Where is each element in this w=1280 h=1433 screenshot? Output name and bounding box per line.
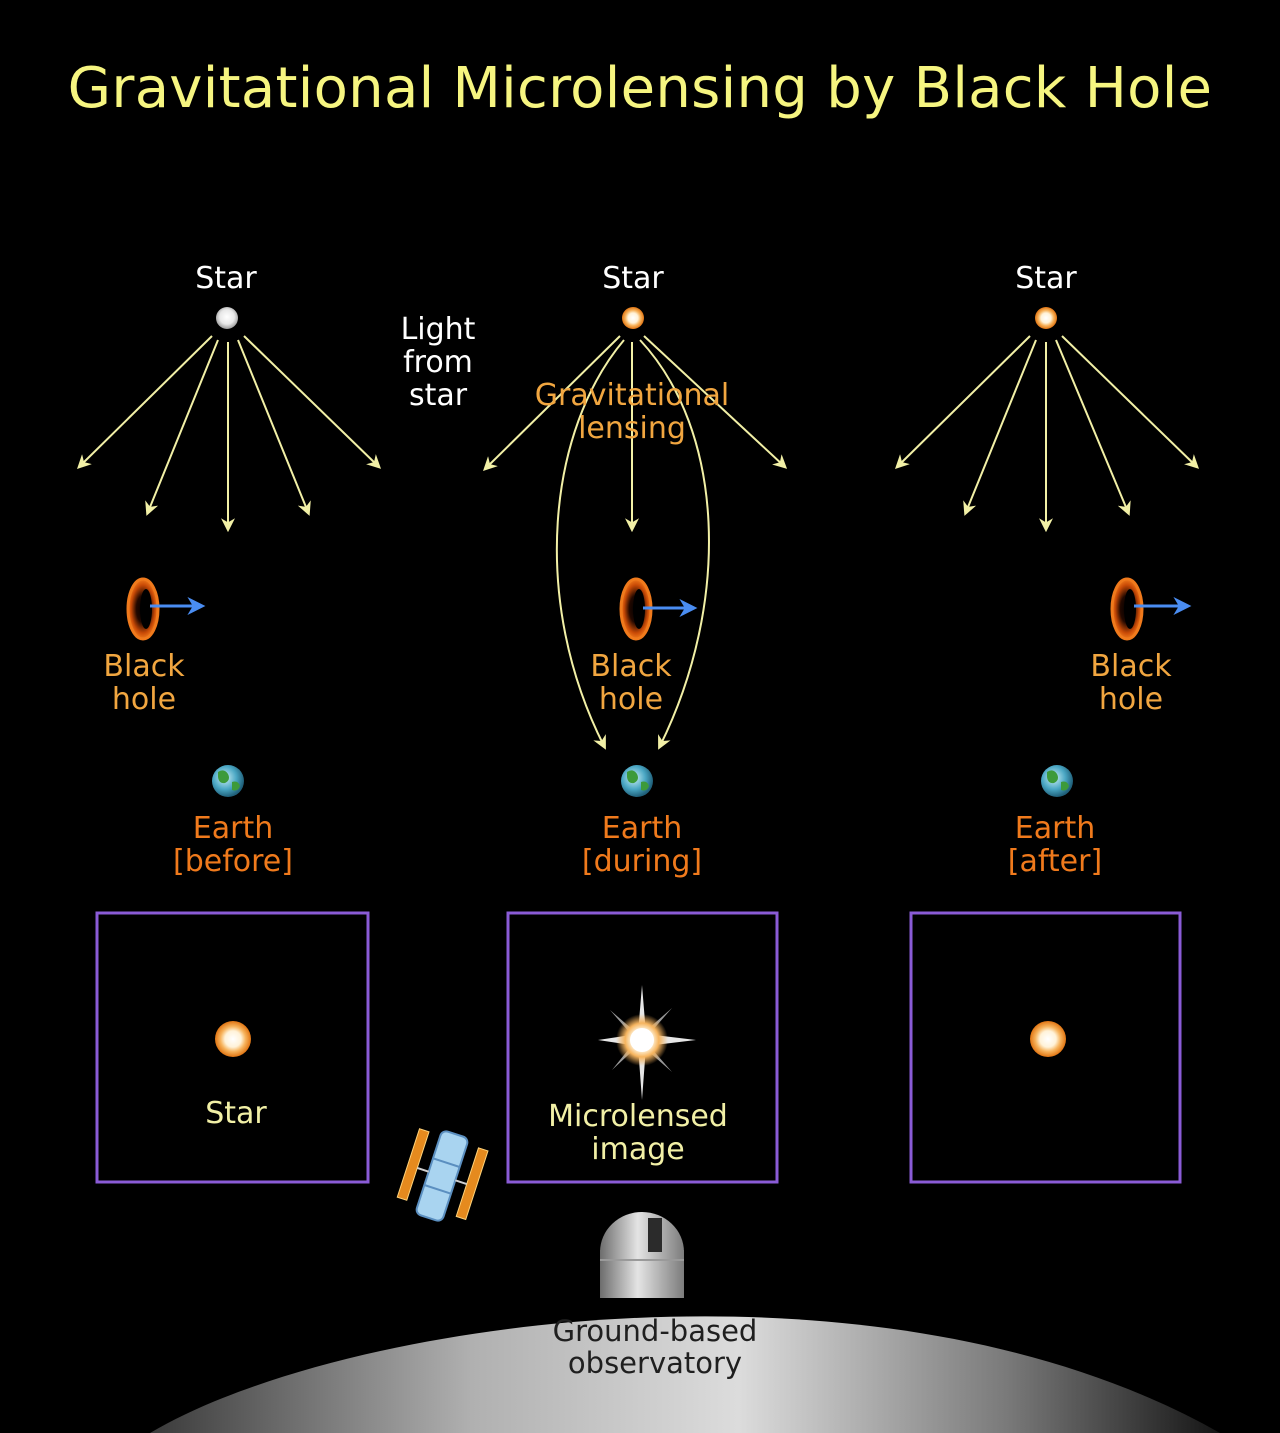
star-icon — [216, 307, 238, 329]
label-line: hole — [598, 682, 664, 717]
label-line: star — [408, 378, 468, 413]
black-hole-icon — [1110, 577, 1144, 641]
view-star-label: Star — [205, 1096, 267, 1131]
view-frame-before — [95, 911, 370, 1184]
label-line: Earth — [601, 811, 683, 846]
star-icon — [622, 307, 644, 329]
star-label: Star — [1015, 261, 1077, 296]
view-frame-after — [909, 911, 1182, 1184]
label-line: [before] — [173, 844, 293, 879]
label-line: Black — [103, 649, 185, 684]
microlensed-image-label: Microlensed image — [518, 1100, 758, 1166]
label-line: hole — [111, 682, 177, 717]
label-line: Earth — [1014, 811, 1096, 846]
observatory-dome-icon — [600, 1212, 684, 1298]
view-frame-during — [506, 911, 779, 1184]
label-line: Earth — [192, 811, 274, 846]
black-hole-label: Black hole — [1071, 650, 1191, 716]
star-icon — [215, 1021, 251, 1057]
earth-label: Earth [before] — [153, 812, 313, 878]
observatory-label: Ground-based observatory — [520, 1314, 790, 1380]
label-line: Ground-based — [552, 1314, 758, 1348]
label-line: Microlensed — [548, 1099, 728, 1134]
light-rays-before — [77, 335, 382, 533]
ground-horizon — [150, 1316, 1220, 1433]
earth-label: Earth [after] — [975, 812, 1135, 878]
label-line: image — [591, 1132, 685, 1167]
label-line: Light — [400, 312, 476, 347]
star-icon — [1030, 1021, 1066, 1057]
black-hole-label: Black hole — [84, 650, 204, 716]
earth-icon — [212, 765, 244, 797]
label-line: Gravitational — [534, 378, 730, 413]
microlensed-burst-icon — [598, 985, 696, 1100]
light-rays-during — [483, 335, 788, 750]
earth-icon — [1041, 765, 1073, 797]
star-label: Star — [195, 261, 257, 296]
label-line: Black — [590, 649, 672, 684]
label-line: from — [403, 345, 473, 380]
label-line: Black — [1090, 649, 1172, 684]
black-hole-label: Black hole — [571, 650, 691, 716]
star-label: Star — [602, 261, 664, 296]
black-hole-icon — [126, 577, 160, 641]
light-rays-after — [895, 335, 1200, 533]
diagram-title: Gravitational Microlensing by Black Hole — [67, 56, 1213, 121]
space-telescope-icon — [396, 1128, 489, 1222]
label-line: hole — [1098, 682, 1164, 717]
label-line: observatory — [567, 1345, 743, 1380]
star-icon — [1035, 307, 1057, 329]
earth-label: Earth [during] — [562, 812, 722, 878]
label-line: [after] — [1007, 844, 1103, 879]
light-from-star-label: Light from star — [378, 313, 498, 412]
earth-icon — [621, 765, 653, 797]
label-line: [during] — [581, 844, 703, 879]
gravitational-lensing-label: Gravitational lensing — [522, 379, 742, 445]
label-line: lensing — [578, 411, 686, 446]
